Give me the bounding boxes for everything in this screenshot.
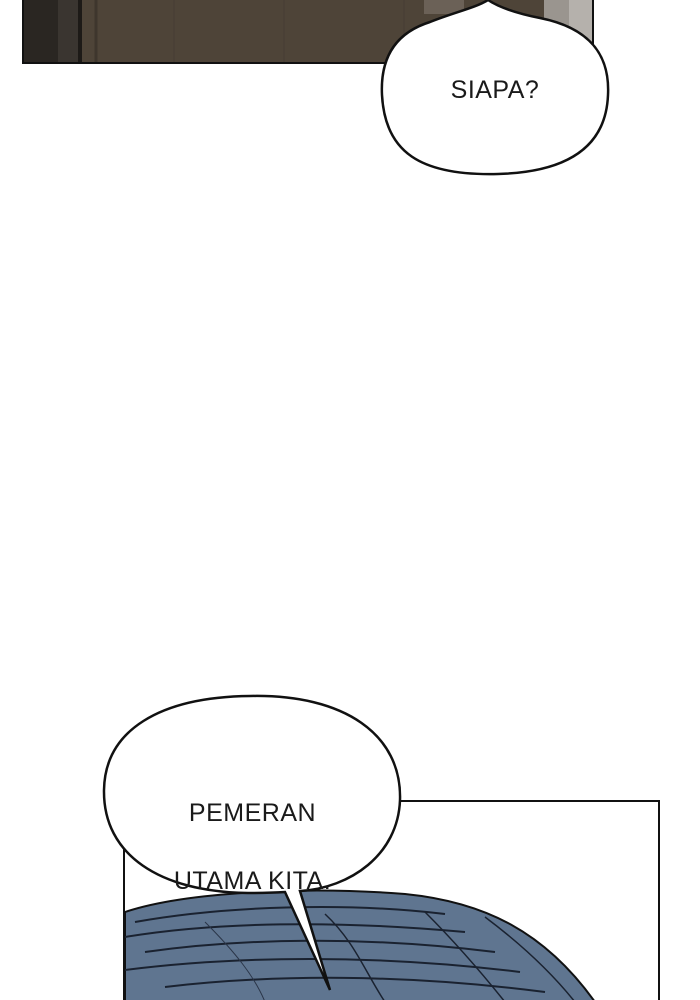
bottom-bubble-line-2: UTAMA KITA. [173, 867, 332, 895]
bottom-panel [123, 800, 660, 1000]
bottom-bubble-line-1: PEMERAN [188, 799, 317, 827]
bottom-bubble-text: PEMERAN UTAMA KITA. [140, 762, 365, 932]
top-bubble-text: SIAPA? [450, 76, 540, 104]
hair-art [125, 889, 595, 1000]
